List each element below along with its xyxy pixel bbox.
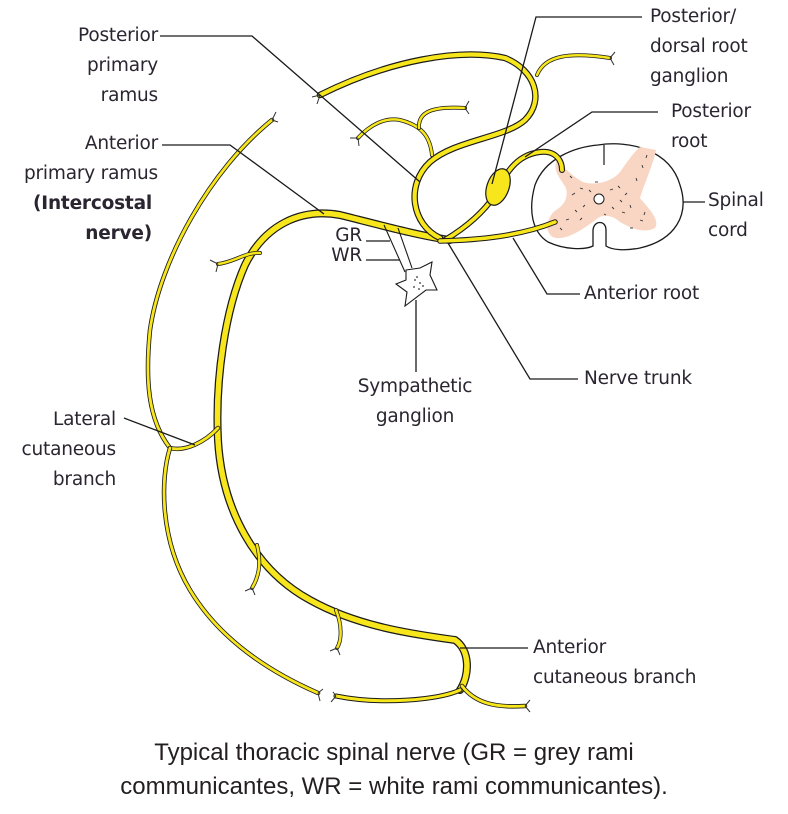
nerves [145,51,616,713]
sympathetic-chain [383,224,438,308]
label-anterior-cutaneous-branch: Anterior cutaneous branch [533,633,696,693]
label-line: cutaneous [21,439,117,460]
label-spinal-cord: Spinal cord [708,186,764,246]
label-line: root [671,131,708,152]
label-anterior-root-text: Anterior root [584,283,700,304]
label-wr: WR [331,246,362,266]
lateral-cutaneous-nerve [145,117,321,696]
label-line: dorsal root [650,36,748,57]
label-line: cutaneous branch [533,667,697,688]
figure-caption: Typical thoracic spinal nerve (GR = grey… [0,736,788,804]
label-line: Anterior [84,133,158,154]
label-line: ganglion [375,406,455,427]
label-posterior-primary-ramus: Posterior primary ramus [78,21,158,111]
label-line: primary ramus [23,163,158,184]
label-line: Sympathetic [357,376,473,397]
muscular-branches [216,250,343,650]
leader-lateral-cutaneous [123,417,196,446]
grey-matter-stipple [559,154,648,231]
leader-posterior-root [524,111,658,158]
label-dorsal-root-ganglion: Posterior/ dorsal root ganglion [650,2,748,92]
label-sympathetic-ganglion: Sympathetic ganglion [340,372,490,432]
label-line: ramus [100,85,159,106]
label-line: Posterior [78,25,158,46]
label-line: Posterior/ [650,6,736,27]
label-nerve-trunk-text: Nerve trunk [584,368,692,389]
label-line: Anterior [533,637,607,658]
caption-line-1: Typical thoracic spinal nerve (GR = grey… [154,739,634,766]
white-ramus-line [397,227,413,269]
label-line: branch [52,469,116,490]
label-anterior-root: Anterior root [584,279,699,309]
label-nerve-trunk: Nerve trunk [584,364,692,394]
central-canal [593,193,605,205]
label-wr-text: WR [331,245,362,266]
label-line: Lateral [53,409,116,430]
dorsal-root-ganglion [485,168,511,206]
leader-anterior-primary-ramus [162,144,325,215]
caption-line-2: communicantes, WR = white rami communica… [120,773,668,800]
leader-nerve-trunk [447,242,578,380]
label-lateral-cutaneous-branch: Lateral cutaneous branch [21,405,117,495]
label-line: Posterior [671,101,751,122]
posterior-root-nerve [442,148,565,243]
posterior-primary-ramus-nerve [316,51,612,242]
thoracic-spinal-nerve-diagram [123,16,705,713]
label-line: cord [708,220,748,241]
grey-matter [547,147,657,239]
label-gr: GR [335,226,362,246]
grey-ramus-line [383,224,406,273]
anterior-root-nerve [437,219,558,244]
label-anterior-primary-ramus: Anterior primary ramus (Intercostal nerv… [24,129,158,249]
leader-dorsal-root-ganglion [491,16,642,185]
label-line: primary [86,55,158,76]
label-intercostal-nerve: nerve) [85,223,152,244]
leader-anterior-root [512,237,580,295]
anterior-primary-ramus-nerve [213,209,471,694]
label-gr-text: GR [335,225,362,246]
label-line: ganglion [650,66,729,87]
label-posterior-root: Posterior root [671,97,751,157]
leader-lines [123,16,705,649]
label-line: Spinal [708,190,764,211]
anterior-lower-branch [333,687,463,704]
leader-posterior-primary-ramus [160,35,421,183]
ganglion-dots [413,276,424,290]
sympathetic-ganglion-shape [394,261,438,308]
anterior-cutaneous-branch-nerve [459,683,528,709]
spinal-cord [531,143,684,251]
nerve-endings [209,51,616,713]
label-intercostal-nerve: (Intercostal [33,193,152,214]
